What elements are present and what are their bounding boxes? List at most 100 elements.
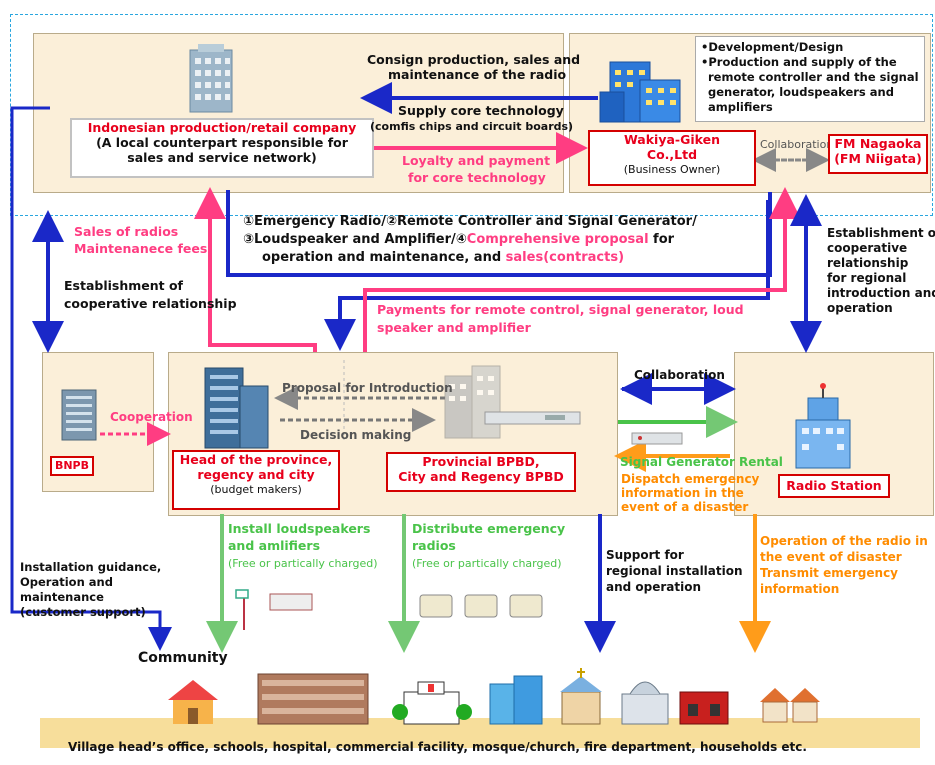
radio-station-box: Radio Station — [778, 474, 890, 498]
bnpb-label: BNPB — [50, 456, 94, 476]
distribute-text-3: (Free or partically charged) — [412, 557, 562, 570]
estab-right-2: cooperative — [827, 241, 908, 255]
estab-right-6: operation — [827, 301, 893, 315]
distribute-text-2: radios — [412, 538, 456, 553]
sales-radios-text-2: Maintenanece fees — [74, 241, 208, 256]
signal-generator-rental-device-icon — [631, 432, 683, 445]
bpbd-building-icon — [444, 365, 501, 439]
sales-radios-text-1: Sales of radios — [74, 224, 179, 239]
bpbd-text-2: City and Regency BPBD — [398, 469, 564, 484]
head-building-icon — [204, 367, 269, 449]
estab-right-3: relationship — [827, 256, 909, 270]
items-line-3: operation and maintenance, and sales(con… — [262, 250, 624, 265]
items-line-1: ①Emergency Radio/②Remote Controller and … — [243, 214, 697, 229]
comprehensive-proposal-text: Comprehensive proposal — [466, 232, 649, 247]
house-icon — [168, 680, 218, 724]
fire-department-icon — [679, 691, 729, 725]
amplifier-icon — [269, 593, 313, 611]
cooperation-text: Cooperation — [110, 410, 193, 424]
decision-text: Decision making — [300, 428, 412, 442]
install-ls-text-1: Install loudspeakers — [228, 521, 371, 536]
loudspeaker-icon — [235, 589, 249, 630]
bullet-production-2: remote controller and the signal — [708, 70, 919, 84]
bpbd-box: Provincial BPBD, City and Regency BPBD — [386, 452, 576, 492]
proposal-text: Proposal for Introduction — [282, 381, 453, 395]
loyalty-text-1: Loyalty and payment — [402, 153, 551, 168]
head-text-2: regency and city — [197, 467, 315, 482]
dispatch-text-1: Dispatch emergency — [621, 472, 760, 486]
indonesian-company-label-box: Indonesian production/retail company (A … — [70, 118, 374, 178]
wakiya-name-1: Wakiya-Giken — [623, 132, 721, 147]
fm-nagaoka-box: FM Nagaoka (FM Niigata) — [828, 134, 928, 174]
head-province-box: Head of the province, regency and city (… — [172, 450, 340, 510]
bullet-production-1: •Production and supply of the — [701, 55, 897, 69]
indonesian-company-building-icon — [189, 44, 233, 113]
collaboration-text: Collaboration — [634, 368, 725, 382]
support-text-1: Support for — [606, 548, 684, 562]
payments-text-1: Payments for remote control, signal gene… — [377, 302, 744, 317]
commercial-facility-icon — [489, 675, 543, 725]
bullet-production-4: amplifiers — [708, 100, 773, 114]
install-guidance-3: maintenance — [20, 590, 104, 604]
payments-arrow — [363, 187, 801, 352]
village-caption: Village head’s office, schools, hospital… — [68, 740, 807, 754]
support-text-2: regional installation — [606, 564, 743, 578]
items-line-2: ③Loudspeaker and Amplifier/④Comprehensiv… — [243, 232, 674, 247]
items-line-3a: operation and maintenance, and — [262, 250, 506, 265]
operation-text-2: the event of disaster — [760, 550, 902, 564]
install-guidance-1: Installation guidance, — [20, 560, 162, 574]
bnpb-text: BNPB — [54, 459, 90, 472]
radio-station-text: Radio Station — [786, 478, 882, 493]
budget-makers-text: (budget makers) — [210, 483, 302, 496]
estab-left-text-1: Establishment of — [64, 278, 184, 293]
dispatch-text-3: event of a disaster — [621, 500, 749, 514]
install-guidance-2: Operation and — [20, 575, 113, 589]
estab-right-4: for regional — [827, 271, 907, 285]
households-icon — [760, 688, 820, 723]
consign-text-1: Consign production, sales and — [367, 52, 581, 67]
hospital-icon — [392, 681, 472, 725]
sales-radios-arrow — [194, 187, 317, 352]
estab-left-text-2: cooperative relationship — [64, 296, 237, 311]
fm-niigata-name: (FM Niigata) — [834, 151, 922, 166]
support-text-3: and operation — [606, 580, 702, 594]
install-guidance-4: (customer support) — [20, 605, 146, 619]
bpbd-text-1: Provincial BPBD, — [422, 454, 540, 469]
wakiya-giken-box: Wakiya-Giken Co.,Ltd (Business Owner) — [588, 130, 756, 186]
fm-nagaoka-name: FM Nagaoka — [834, 136, 922, 151]
supply-text-2: (comfis chips and circuit boards) — [370, 120, 574, 133]
operation-text-3: Transmit emergency — [760, 566, 899, 580]
radio-station-building-icon — [795, 383, 851, 469]
items-line-2a: ③Loudspeaker and Amplifier/④ — [243, 232, 467, 247]
community-label: Community — [138, 650, 228, 666]
mosque-icon — [621, 681, 669, 725]
loyalty-text-2: for core technology — [408, 170, 546, 185]
indonesian-company-desc2: sales and service network) — [127, 150, 317, 165]
collaboration-top-label: Collaboration — [760, 138, 834, 151]
operation-text-1: Operation of the radio in — [760, 534, 928, 548]
indonesian-company-name: Indonesian production/retail company — [87, 120, 357, 135]
supply-text-1: Supply core technology — [398, 103, 564, 118]
signal-generator-device-icon — [484, 411, 581, 425]
install-ls-text-2: and amlifiers — [228, 538, 321, 553]
estab-right-1: Establishment of — [827, 226, 935, 240]
emergency-radio-icons — [419, 594, 543, 618]
wakiya-business-owner: (Business Owner) — [623, 163, 721, 176]
installation-guidance-line — [10, 106, 172, 651]
dispatch-text-2: information in the — [621, 486, 744, 500]
distribute-text-1: Distribute emergency — [412, 521, 566, 536]
payments-text-2: speaker and amplifier — [377, 320, 531, 335]
items-line-2c: for — [648, 232, 675, 247]
wakiya-building-icon — [599, 61, 681, 123]
signal-rental-text: Signal Generator Rental — [620, 455, 783, 469]
church-icon — [560, 668, 602, 725]
install-ls-text-3: (Free or partically charged) — [228, 557, 378, 570]
head-text-1: Head of the province, — [179, 452, 333, 467]
consign-text-2: maintenance of the radio — [388, 67, 567, 82]
bullet-production-3: generator, loudspeakers and — [708, 85, 894, 99]
operation-text-4: information — [760, 582, 840, 596]
school-icon — [257, 673, 369, 725]
indonesian-company-desc1: (A local counterpart responsible for — [96, 135, 348, 150]
estab-right-5: introduction and — [827, 286, 935, 300]
